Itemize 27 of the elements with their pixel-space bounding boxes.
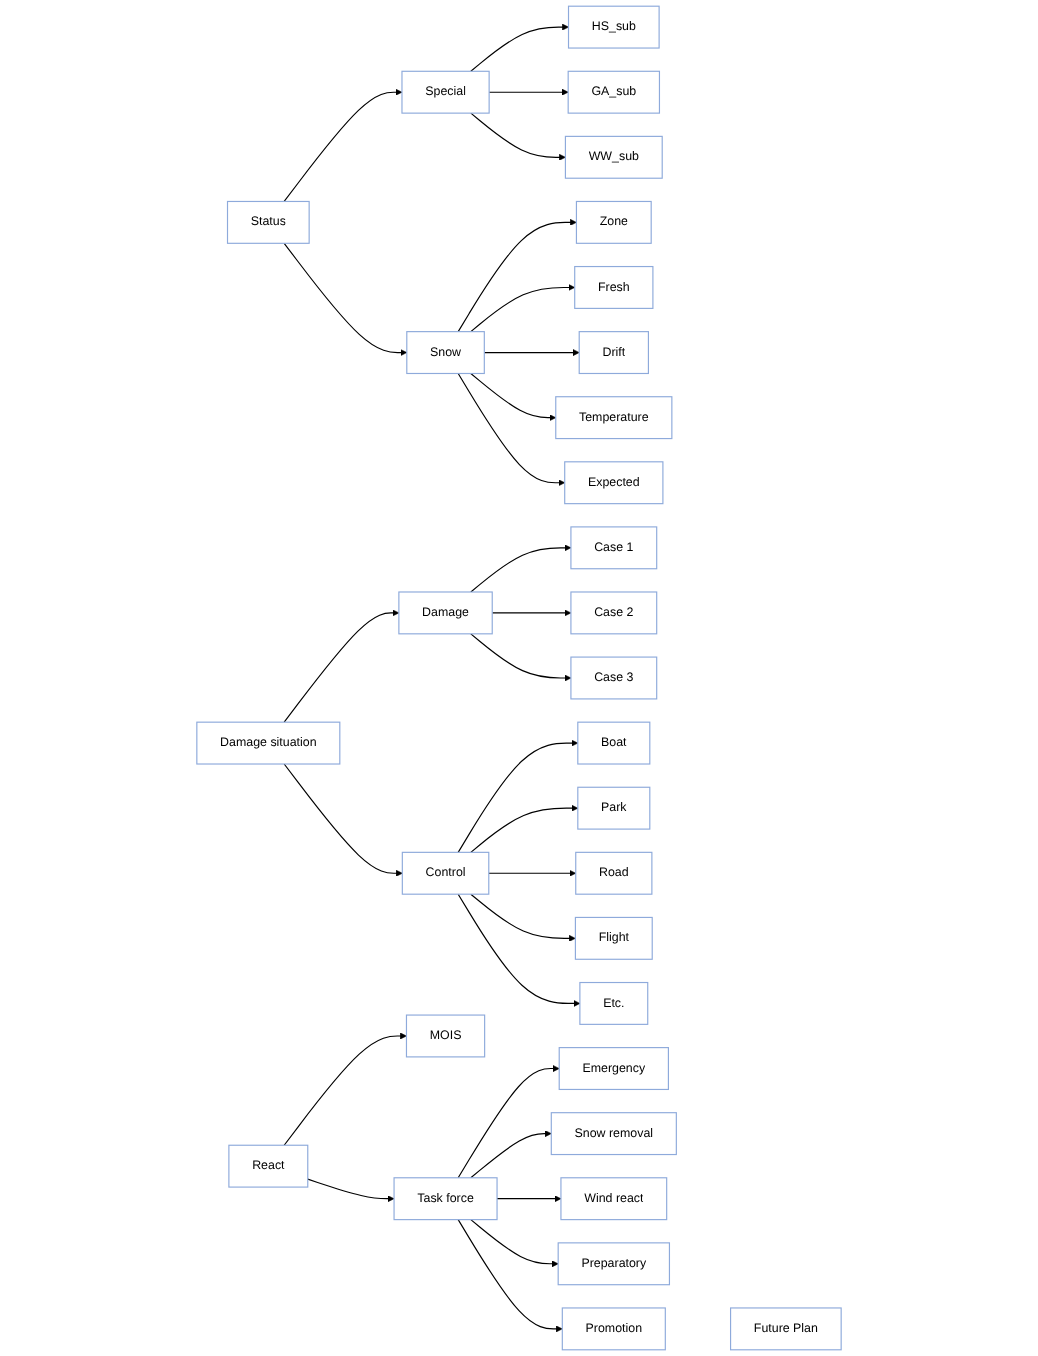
arrow <box>283 609 400 723</box>
arrow <box>457 739 579 853</box>
arrow <box>496 1195 562 1203</box>
arrow <box>470 1219 559 1268</box>
arrow <box>470 23 569 72</box>
arrow <box>470 633 572 682</box>
arrow <box>483 349 580 356</box>
arrow <box>457 1219 563 1333</box>
arrow <box>470 544 572 593</box>
arrow <box>283 1032 407 1146</box>
arrow <box>488 869 577 877</box>
arrow <box>470 112 566 161</box>
arrow <box>470 1130 552 1179</box>
arrow <box>307 1178 395 1203</box>
arrow <box>488 88 569 96</box>
arrow <box>470 893 576 942</box>
arrow <box>457 893 581 1007</box>
arrow <box>470 372 557 422</box>
arrow <box>470 804 579 853</box>
arrow <box>457 218 577 333</box>
arrow <box>283 88 403 203</box>
arrow <box>457 372 566 487</box>
arrow <box>491 609 572 617</box>
arrow <box>457 1065 560 1179</box>
arrow <box>470 284 576 333</box>
arrow <box>283 242 408 356</box>
arrow <box>283 763 403 877</box>
